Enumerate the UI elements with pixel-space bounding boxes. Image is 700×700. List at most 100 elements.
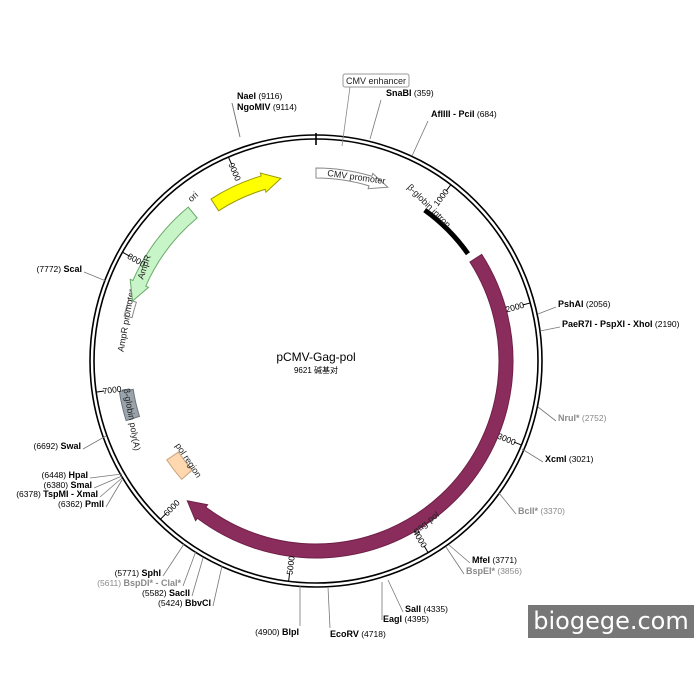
feature-gag-pol — [186, 253, 514, 559]
site-connector — [99, 477, 123, 498]
site-nrui: NruI* (2752) — [537, 406, 607, 423]
feature-ampr-promoter — [123, 299, 138, 319]
site-connector — [448, 544, 471, 564]
tick-mark — [160, 513, 167, 520]
site-label: (6362) PmlI — [58, 499, 104, 509]
tick-label: 4000 — [411, 528, 429, 550]
feature-label-ori: ori — [186, 190, 200, 204]
site-connector — [387, 579, 404, 613]
site-connector — [521, 448, 544, 463]
tick-mark — [445, 184, 452, 192]
site-eagi: EagI (4395) — [381, 582, 429, 624]
site-connector — [369, 99, 382, 140]
site-connector — [411, 120, 429, 157]
site-label: (5771) SphI — [115, 568, 161, 578]
site-label: (5424) BbvCI — [158, 598, 211, 608]
site-label: PshAI (2056) — [558, 299, 611, 309]
feature-ampr — [129, 206, 198, 302]
site-label: (6448) HpaI — [42, 470, 88, 480]
feature-label-globin-poly-a: β-globin poly(A) — [122, 387, 143, 451]
site-sacii: (5582) SacII — [142, 557, 204, 598]
site-label: XcmI (3021) — [545, 454, 594, 464]
site-connector — [82, 435, 107, 450]
site-connector — [162, 543, 185, 577]
site-connector — [191, 557, 204, 597]
plasmid-title: pCMV-Gag-pol — [276, 350, 355, 364]
site-label: SalI (4335) — [405, 604, 448, 614]
feature-globin-poly-a — [118, 388, 141, 422]
site-swai: (6692) SwaI — [34, 435, 107, 451]
tick-label: 9000 — [226, 161, 243, 183]
tick-mark — [522, 302, 531, 306]
site-bspei: BspEI* (3856) — [445, 546, 522, 576]
site-label: (4900) BlpI — [255, 627, 299, 637]
site-snabi: SnaBI (359) — [369, 88, 434, 140]
site-connector — [212, 565, 223, 607]
feature-ori — [210, 172, 282, 212]
site-label: PaeR7I - PspXI - XhoI (2190) — [562, 319, 680, 329]
site-label: SnaBI (359) — [386, 88, 434, 98]
tick-mark — [227, 156, 233, 165]
site-connector — [537, 306, 557, 315]
site-connector — [231, 102, 241, 138]
site-connector — [537, 406, 557, 422]
site-label: (5611) BspDI* - ClaI* — [97, 578, 181, 588]
site-paer7i-pspxi-xhoi: PaeR7I - PspXI - XhoI (2190) — [539, 319, 680, 332]
site-bbvci: (5424) BbvCI — [158, 565, 223, 608]
site-tspmi-xmai: (6378) TspMI - XmaI — [16, 477, 123, 499]
tick-label: 2000 — [504, 300, 525, 315]
tick-mark — [423, 545, 429, 553]
site-bcli: BclI* (3370) — [498, 492, 565, 516]
feature-label-cmv-promoter: CMV promoter — [327, 168, 386, 186]
site-pshai: PshAI (2056) — [537, 299, 611, 315]
site-label: MfeI (3771) — [472, 555, 517, 565]
site-label: BclI* (3370) — [518, 506, 565, 516]
cmv-enhancer-label: CMV enhancer — [341, 73, 410, 147]
site-sphi: (5771) SphI — [115, 543, 185, 578]
site-connector — [93, 475, 123, 489]
site-smai: (6380) SmaI — [44, 475, 123, 490]
site-bspdi-clai: (5611) BspDI* - ClaI* — [97, 550, 197, 588]
site-label: (6692) SwaI — [34, 441, 81, 451]
feature-cmv-promoter — [315, 167, 389, 190]
site-connector — [445, 546, 465, 575]
site-naei: NaeI (9116) — [231, 91, 282, 138]
tick-label: 7000 — [102, 384, 122, 397]
site-connector — [105, 479, 123, 508]
site-sali: SalI (4335) — [387, 579, 448, 614]
feature-globin-intron — [423, 208, 470, 256]
tick-mark — [96, 390, 105, 393]
site-hpai: (6448) HpaI — [42, 470, 123, 480]
site-connector — [327, 586, 331, 629]
site-connector — [182, 550, 197, 587]
site-pmli: (6362) PmlI — [58, 479, 123, 509]
site-label: NgoMIV (9114) — [237, 102, 297, 112]
site-blpi: (4900) BlpI — [255, 586, 301, 637]
site-label: EcoRV (4718) — [330, 629, 386, 639]
site-label: (7772) ScaI — [37, 264, 82, 274]
site-ngomiv: NgoMIV (9114) — [231, 102, 297, 138]
site-connector — [89, 473, 123, 479]
tick-mark — [122, 251, 130, 257]
plasmid-size: 9621 碱基对 — [294, 365, 338, 375]
site-label: BspEI* (3856) — [466, 566, 522, 576]
tick-label: 5000 — [284, 555, 296, 575]
tick-mark — [513, 441, 522, 446]
site-mfei: MfeI (3771) — [448, 544, 517, 565]
site-label: (6378) TspMI - XmaI — [16, 489, 98, 499]
site-label: NaeI (9116) — [237, 91, 282, 101]
tick-label: 6000 — [161, 497, 182, 518]
site-connector — [498, 492, 517, 515]
feature-pol-region — [166, 451, 193, 481]
site-label: NruI* (2752) — [558, 413, 607, 423]
site-label: EagI (4395) — [383, 614, 429, 624]
site-connector — [539, 326, 561, 332]
tick-label: 1000 — [431, 187, 451, 208]
site-label: AflIII - PciI (684) — [431, 109, 497, 119]
site-afliii-pcii: AflIII - PciI (684) — [411, 109, 497, 157]
cmv-enhancer-text: CMV enhancer — [346, 76, 406, 86]
watermark: biogege.com — [528, 605, 694, 638]
tick-mark — [288, 573, 291, 582]
site-label: (5582) SacII — [142, 588, 190, 598]
